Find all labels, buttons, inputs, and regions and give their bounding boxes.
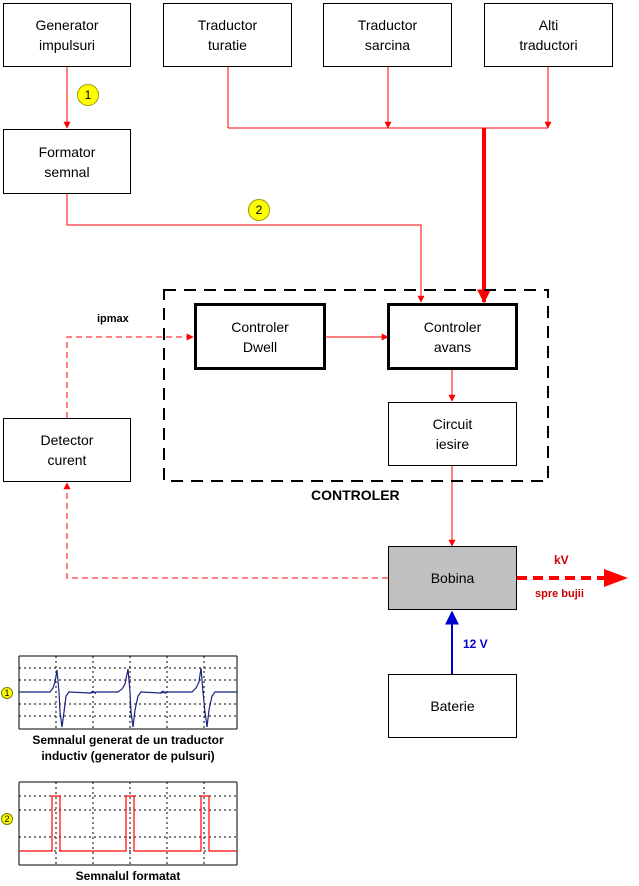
traductor-sarcina-block: Traductor sarcina [323,3,452,67]
detector-curent-label: Detector curent [40,432,94,468]
alti-traductori-label: Alti traductori [519,17,578,53]
marker-2: 2 [248,199,270,221]
bobina-label: Bobina [430,570,475,586]
wire-formator-avans [66,194,425,303]
kv-label: kV [554,553,569,567]
controler-group-border [163,289,549,482]
formator-block: Formator semnal [3,129,131,194]
formator-label: Formator semnal [38,143,96,180]
signal2-graph [18,781,238,866]
graph2-marker: 2 [1,813,13,825]
signal2-caption: Semnalul formatat [19,868,237,884]
wire-detector-dwell [66,333,194,418]
marker-1: 1 [77,84,99,106]
graph1-marker: 1 [1,687,13,699]
wire-bobina-detector [63,482,388,579]
signal2-waveform [19,795,237,852]
controler-group-label: CONTROLER [311,487,400,503]
generator-block: Generator impulsuri [3,3,131,67]
alti-traductori-block: Alti traductori [484,3,613,67]
detector-curent-block: Detector curent [3,418,131,482]
generator-label: Generator impulsuri [35,17,99,53]
controler-dwell-block: Controler Dwell [194,303,326,370]
bobina-block: Bobina [388,546,517,610]
traductor-turatie-label: Traductor turatie [197,17,258,53]
traductor-turatie-block: Traductor turatie [163,3,292,67]
spre-bujii-label: spre bujii [535,588,584,600]
traductor-sarcina-label: Traductor sarcina [357,17,418,53]
signal2-caption-text: Semnalul formatat [75,869,181,883]
baterie-label: Baterie [430,698,475,714]
controler-dwell-label: Controler Dwell [231,318,289,355]
signal1-caption: Semnalul generat de un traductor inducti… [19,732,237,764]
signal1-waveform [19,667,237,728]
signal1-graph [18,655,238,730]
circuit-iesire-label: Circuit iesire [432,416,473,452]
ipmax-label: ipmax [97,313,129,325]
controler-avans-block: Controler avans [387,303,518,370]
baterie-block: Baterie [388,674,517,738]
voltage-label: 12 V [463,637,488,651]
signal1-caption-text: Semnalul generat de un traductor inducti… [32,733,224,763]
controler-avans-label: Controler avans [423,318,482,355]
circuit-iesire-block: Circuit iesire [388,402,517,466]
kv-output-arrowhead [604,569,628,587]
